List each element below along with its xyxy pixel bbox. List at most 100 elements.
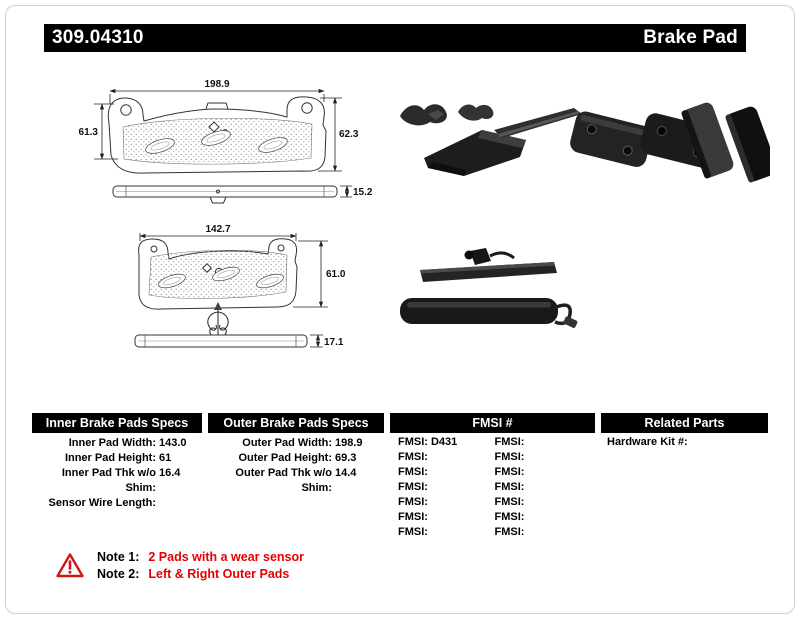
spec-value: 14.4 xyxy=(335,467,357,479)
mount-hole-right xyxy=(301,102,313,114)
outer-front-dimension-lines xyxy=(94,88,342,172)
wear-sensor-drawing xyxy=(207,302,229,336)
spec-label: Inner Pad Thk w/o Shim: xyxy=(61,467,156,494)
outer-thickness-dim-label: 15.2 xyxy=(353,187,373,198)
fmsi-cell: FMSI: xyxy=(495,511,592,526)
outer-specs-header: Outer Brake Pads Specs xyxy=(208,413,384,433)
mount-hole-left xyxy=(150,245,158,253)
spec-value xyxy=(156,496,202,511)
notes-section: Note 1: 2 Pads with a wear sensor Note 2:… xyxy=(56,550,304,581)
fmsi-label: FMSI: xyxy=(398,466,428,478)
fmsi-cell: FMSI: xyxy=(495,481,592,496)
outer-pad-front-drawing xyxy=(107,96,327,174)
related-parts-header: Related Parts xyxy=(601,413,768,433)
inner-specs-header: Inner Brake Pads Specs xyxy=(32,413,202,433)
fmsi-label: FMSI: xyxy=(494,511,525,523)
inner-front-dimension-lines xyxy=(139,233,328,308)
brand-stamp xyxy=(158,273,186,289)
mount-hole-right xyxy=(277,244,285,252)
photo-inner-pad-edge-view xyxy=(420,248,557,282)
spec-row: Sensor Wire Length: xyxy=(32,496,202,511)
note-1-label: Note 1: xyxy=(97,550,140,564)
spec-row: Inner Pad Width: 143.0 xyxy=(32,436,202,451)
spec-row: Outer Pad Height: 69.3 xyxy=(208,451,384,466)
specs-table: Inner Brake Pads Specs Inner Pad Width: … xyxy=(32,413,768,541)
photo-outer-pad-angled xyxy=(424,130,526,176)
fmsi-cell: FMSI: xyxy=(495,526,592,541)
inner-edge-dimension-lines xyxy=(310,334,323,348)
part-number: 309.04310 xyxy=(52,27,144,48)
warning-icon xyxy=(56,553,84,578)
inner-pad-front-drawing xyxy=(138,238,298,310)
note-2-text: Left & Right Outer Pads xyxy=(148,567,290,581)
spec-label: Inner Pad Width: xyxy=(68,437,156,449)
inner-pad-edge-drawing xyxy=(134,334,308,348)
technical-diagram: 198.9 61.3 62.3 15.2 xyxy=(79,79,770,348)
mount-hole-left xyxy=(120,104,132,116)
spec-value: 143.0 xyxy=(159,437,187,449)
fmsi-value: D431 xyxy=(430,436,458,448)
spec-row: Inner Pad Height: 61 xyxy=(32,451,202,466)
fmsi-cell: FMSI: xyxy=(398,451,495,466)
inner-specs-column: Inner Brake Pads Specs Inner Pad Width: … xyxy=(32,413,202,541)
spec-label: Sensor Wire Length: xyxy=(48,497,156,509)
fmsi-label: FMSI: xyxy=(494,496,525,508)
outer-specs-column: Outer Brake Pads Specs Outer Pad Width: … xyxy=(208,413,384,541)
note-1: Note 1: 2 Pads with a wear sensor xyxy=(97,550,304,564)
spec-label: Inner Pad Height: xyxy=(64,452,156,464)
fmsi-label: FMSI: xyxy=(494,481,525,493)
fmsi-cell: FMSI: xyxy=(398,481,495,496)
related-row: Hardware Kit #: xyxy=(607,436,768,448)
outer-height-right-dim-label: 62.3 xyxy=(339,129,359,140)
outer-width-dim-label: 198.9 xyxy=(204,79,229,90)
fmsi-cell: FMSI: xyxy=(398,511,495,526)
brand-stamp xyxy=(145,138,175,154)
spec-row: Inner Pad Thk w/o Shim: 16.4 xyxy=(32,466,202,496)
fmsi-cell: FMSI: xyxy=(495,451,592,466)
note-2-label: Note 2: xyxy=(97,567,140,581)
fmsi-label: FMSI: xyxy=(398,436,428,448)
fmsi-header: FMSI # xyxy=(390,413,595,433)
fmsi-cell: FMSI: xyxy=(495,436,592,451)
spec-label: Outer Pad Thk w/o Shim: xyxy=(235,467,332,494)
related-label: Hardware Kit #: xyxy=(607,436,688,448)
brand-stamp xyxy=(258,137,288,153)
spec-label: Outer Pad Height: xyxy=(238,452,332,464)
spec-value: 61 xyxy=(159,452,172,464)
brand-stamp xyxy=(256,273,284,289)
fmsi-cell: FMSI: xyxy=(398,526,495,541)
fmsi-cell: FMSI: xyxy=(398,496,495,511)
related-parts-column: Related Parts Hardware Kit #: xyxy=(601,413,768,541)
inner-height-dim-label: 61.0 xyxy=(326,269,346,280)
photo-friction-pads xyxy=(681,102,770,183)
fmsi-label: FMSI: xyxy=(398,526,428,538)
inner-width-dim-label: 142.7 xyxy=(205,224,230,235)
photo-hardware-clips xyxy=(400,104,494,126)
spec-row: Outer Pad Width: 198.9 xyxy=(208,436,384,451)
outer-pad-edge-drawing xyxy=(112,185,338,204)
note-2: Note 2: Left & Right Outer Pads xyxy=(97,567,304,581)
spec-value: 69.3 xyxy=(335,452,357,464)
spec-label: Outer Pad Width: xyxy=(242,437,332,449)
fmsi-label: FMSI: xyxy=(494,466,525,478)
outer-edge-dimension-lines xyxy=(340,185,352,198)
fmsi-label: FMSI: xyxy=(398,496,428,508)
fmsi-column: FMSI # FMSI:D431 FMSI: FMSI: FMSI: FMSI:… xyxy=(390,413,595,541)
fmsi-label: FMSI: xyxy=(398,511,428,523)
fmsi-cell: FMSI:D431 xyxy=(398,436,495,451)
outer-height-left-dim-label: 61.3 xyxy=(79,127,99,138)
fmsi-cell: FMSI: xyxy=(495,496,592,511)
fmsi-label: FMSI: xyxy=(398,451,428,463)
photo-inner-pad-front-view xyxy=(400,298,578,328)
photo-outer-pad-edge xyxy=(494,108,582,138)
brand-stamp xyxy=(212,266,240,282)
page-title: Brake Pad xyxy=(643,27,738,48)
fmsi-cell: FMSI: xyxy=(495,466,592,481)
note-1-text: 2 Pads with a wear sensor xyxy=(148,550,304,564)
spec-row: Outer Pad Thk w/o Shim: 14.4 xyxy=(208,466,384,496)
fmsi-cell: FMSI: xyxy=(398,466,495,481)
spec-value: 198.9 xyxy=(335,437,363,449)
inner-thickness-dim-label: 17.1 xyxy=(324,337,344,348)
fmsi-label: FMSI: xyxy=(398,481,428,493)
spec-value: 16.4 xyxy=(159,467,181,479)
